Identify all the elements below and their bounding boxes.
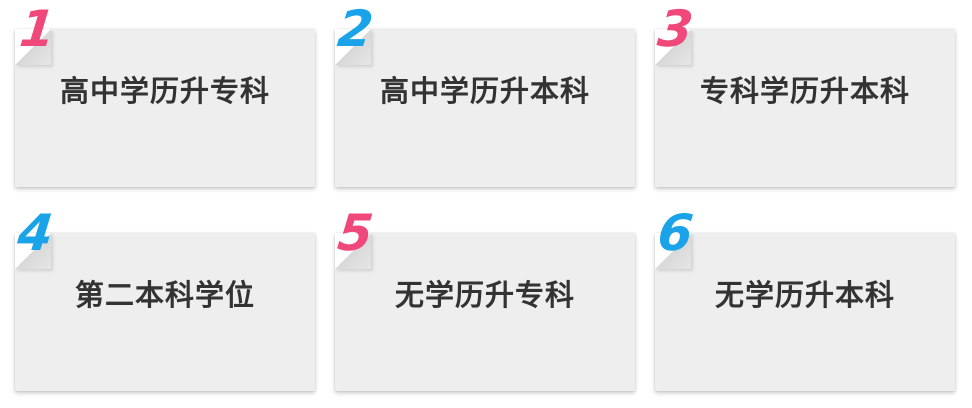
card-number-6: 6 — [654, 204, 696, 262]
card-number-3: 3 — [654, 0, 696, 58]
folded-corner-highlight — [335, 233, 371, 269]
program-card-3[interactable]: 专科学历升本科 — [655, 29, 955, 187]
program-label: 高中学历升专科 — [59, 74, 270, 108]
program-label: 高中学历升本科 — [379, 74, 590, 108]
folded-corner-highlight — [15, 29, 51, 65]
folded-corner-highlight — [655, 233, 691, 269]
program-card-6[interactable]: 无学历升本科 — [655, 233, 955, 391]
program-card-4[interactable]: 第二本科学位 — [15, 233, 315, 391]
program-card-5[interactable]: 无学历升专科 — [335, 233, 635, 391]
program-label: 专科学历升本科 — [699, 74, 910, 108]
card-number-1: 1 — [16, 0, 58, 58]
program-card-2[interactable]: 高中学历升本科 — [335, 29, 635, 187]
program-label: 第二本科学位 — [74, 278, 255, 312]
card-number-5: 5 — [334, 204, 376, 262]
folded-corner-highlight — [335, 29, 371, 65]
program-label: 无学历升本科 — [714, 278, 895, 312]
folded-corner-highlight — [15, 233, 51, 269]
program-card-1[interactable]: 高中学历升专科 — [15, 29, 315, 187]
program-label: 无学历升专科 — [394, 278, 575, 312]
card-number-2: 2 — [334, 0, 376, 58]
card-number-4: 4 — [14, 204, 56, 262]
folded-corner-highlight — [655, 29, 691, 65]
